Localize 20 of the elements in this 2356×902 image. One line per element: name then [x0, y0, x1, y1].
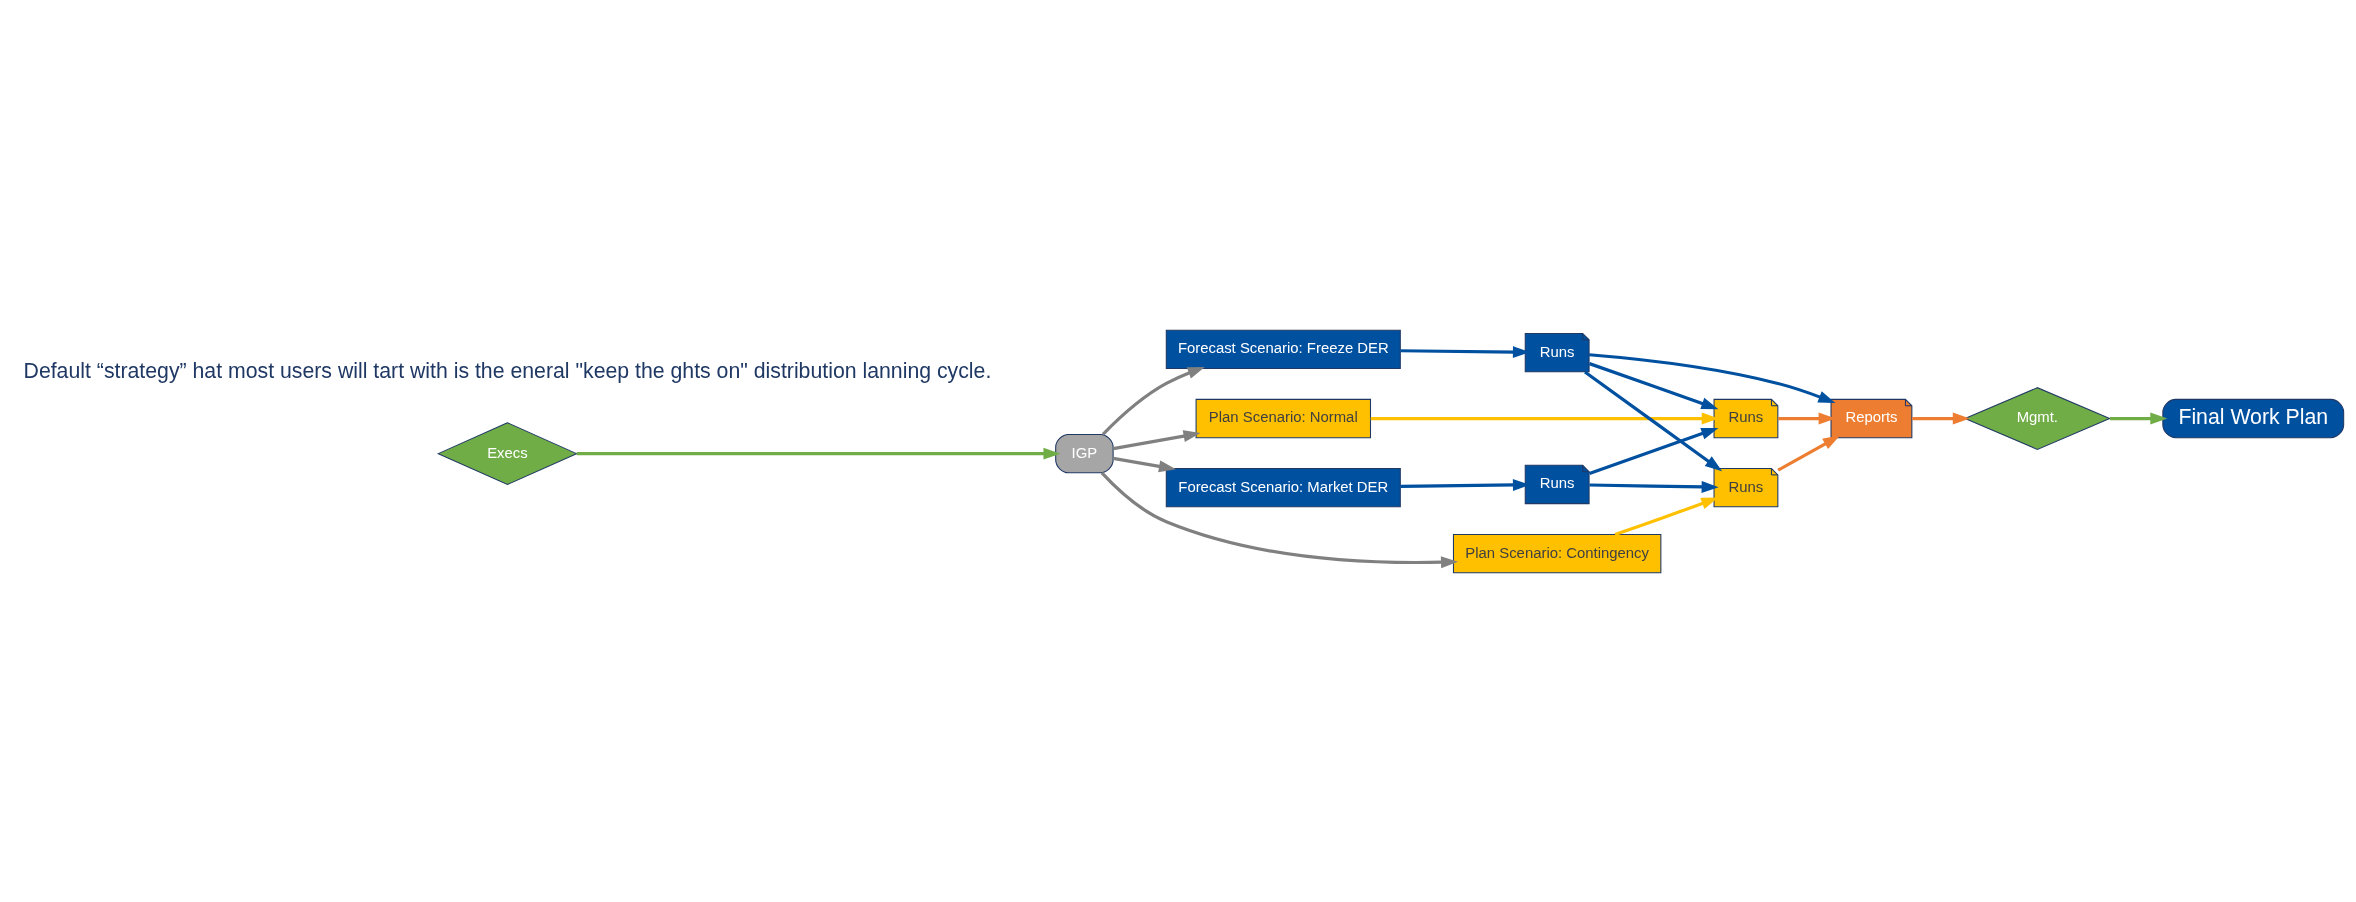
node-diamond: Execs — [437, 421, 578, 485]
node-box: Forecast Scenario: Freeze DER — [1165, 329, 1401, 369]
arrow — [1777, 435, 1840, 472]
node-box: Final Work Plan — [2162, 398, 2345, 438]
arrow — [576, 447, 1061, 460]
node-box: Plan Scenario: Normal — [1195, 398, 1372, 438]
arrow — [1912, 412, 1970, 424]
node-box: Plan Scenario: Contingency — [1452, 533, 1662, 573]
node-box: Forecast Scenario: Market DER — [1165, 467, 1401, 507]
arrow — [1588, 361, 1719, 409]
arrow — [1101, 366, 1205, 435]
arrow — [2109, 412, 2168, 424]
label: Default “strategy” hat most users will tart with is the eneral "keep the ghts on" distribution lanning cycle. — [23, 358, 992, 383]
node-box: IGP — [1055, 433, 1114, 473]
arrow — [1588, 427, 1719, 475]
arrow — [1112, 456, 1176, 472]
arrow — [1589, 352, 1836, 403]
arrow — [1100, 471, 1459, 568]
arrow — [1589, 480, 1719, 493]
arrow — [1112, 429, 1201, 450]
